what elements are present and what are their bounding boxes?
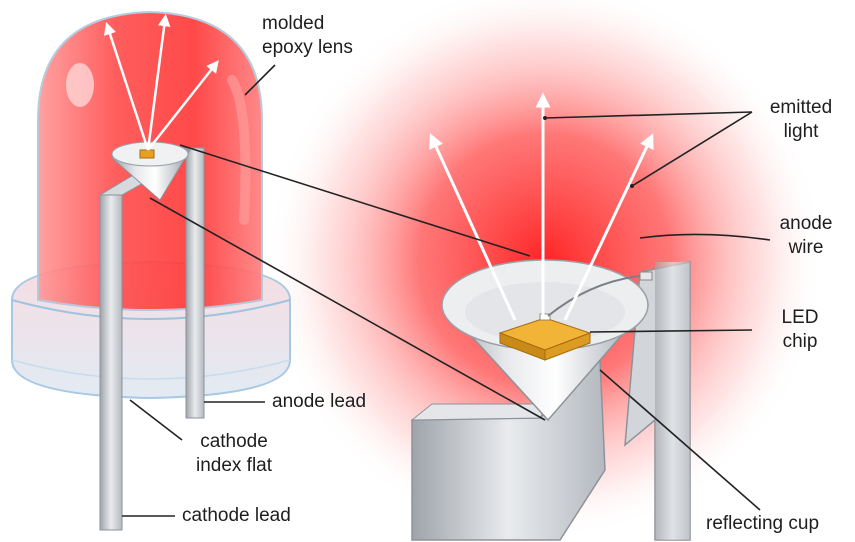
label-cathode-index-flat: cathode index flat: [186, 430, 282, 478]
label-led-chip: LED chip: [770, 306, 830, 354]
cathode-lead-bar: [100, 195, 122, 530]
label-anode-lead: anode lead: [272, 390, 366, 414]
label-anode-wire: anode wire: [770, 212, 842, 260]
label-reflecting-cup: reflecting cup: [706, 512, 819, 536]
anode-lead-bar: [186, 148, 204, 418]
label-molded-epoxy-lens: molded epoxy lens: [262, 12, 353, 60]
label-cathode-lead: cathode lead: [182, 504, 291, 528]
label-emitted-light: emitted light: [760, 96, 842, 144]
